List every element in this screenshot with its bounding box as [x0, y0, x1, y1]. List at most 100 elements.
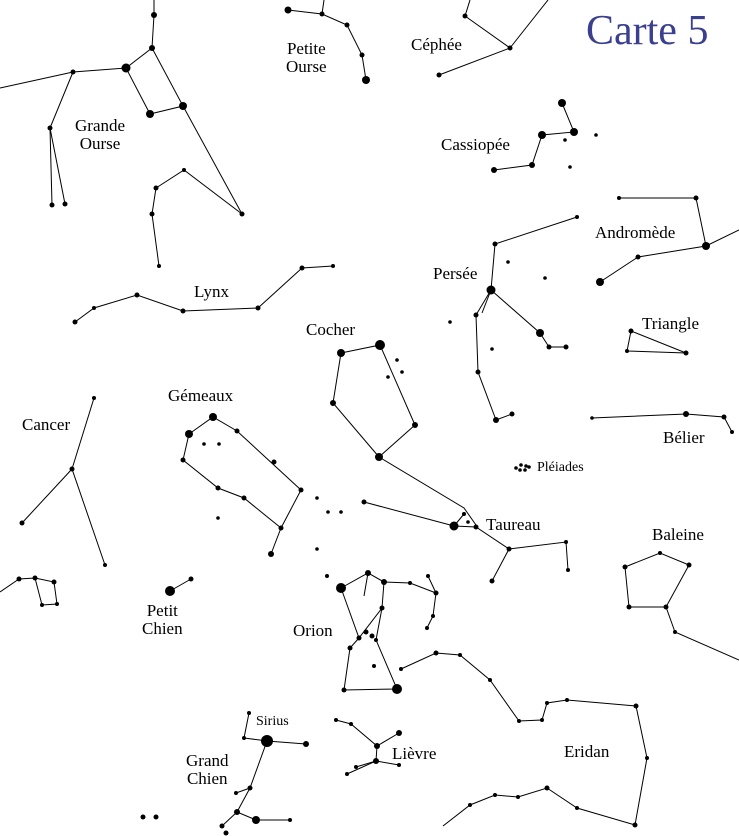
chart-title-text: Carte — [586, 8, 677, 54]
grande-ourse-star — [121, 63, 131, 73]
orion-line — [340, 587, 360, 639]
label-petit-chien: Petit Chien — [142, 601, 183, 638]
grand-chien-star — [247, 711, 251, 715]
orion-star — [408, 581, 412, 585]
lievre-star — [334, 718, 338, 722]
grand-chien-star — [234, 791, 238, 795]
cephee-line — [438, 47, 511, 76]
eridan-star — [632, 822, 638, 828]
eridan-star — [458, 653, 462, 657]
belier-star — [721, 414, 727, 420]
gemeaux-star — [315, 496, 319, 500]
grand-chien-star — [234, 809, 240, 815]
eridan-star — [517, 719, 521, 723]
pleiades-star — [514, 466, 518, 470]
lynx-star — [92, 306, 96, 310]
baleine-line — [624, 552, 690, 608]
orion-star — [347, 645, 353, 651]
gemeaux-line — [182, 433, 282, 529]
orion-star — [426, 574, 430, 578]
triangle-star — [625, 349, 629, 353]
eridan-star — [516, 795, 520, 799]
triangle-star — [628, 328, 634, 334]
gemeaux-star — [268, 551, 274, 557]
grande-ourse-star — [70, 69, 76, 75]
grande-ourse-star — [179, 102, 187, 110]
orion-star — [372, 664, 376, 668]
cancer-line — [21, 468, 106, 566]
lievre-line — [355, 760, 377, 768]
eridan-star — [540, 718, 544, 722]
petite-ourse-star — [319, 11, 325, 17]
orion-star — [365, 570, 371, 576]
cocher-star — [412, 422, 418, 428]
persee-star — [473, 312, 479, 318]
taureau-line — [363, 501, 569, 571]
persee-star — [492, 241, 498, 247]
lynx-upper-star — [157, 264, 161, 268]
label-cephee: Céphée — [411, 35, 462, 54]
label-eridan: Eridan — [564, 742, 610, 761]
orion-star — [356, 635, 362, 641]
cancer-star — [51, 579, 57, 585]
label-triangle: Triangle — [642, 314, 699, 333]
baleine-star — [658, 551, 662, 555]
lievre-star — [396, 730, 402, 736]
lynx-upper-star — [149, 211, 155, 217]
lynx-upper-star — [153, 185, 159, 191]
orion-star — [431, 614, 435, 618]
label-belier: Bélier — [663, 428, 705, 447]
lievre-line — [375, 760, 400, 766]
grande-ourse-line — [182, 105, 243, 215]
gemeaux-star — [202, 442, 206, 446]
lynx-star — [72, 319, 78, 325]
petit-chien-star — [188, 576, 194, 582]
grand-chien-line — [221, 811, 238, 827]
gemeaux-star — [339, 510, 343, 514]
cancer-line — [71, 397, 95, 470]
persee-star — [486, 285, 496, 295]
taureau-star — [462, 512, 466, 516]
baleine-star — [673, 630, 677, 634]
orion-star — [369, 633, 375, 639]
eridan-star — [544, 785, 550, 791]
eridan-line — [400, 652, 648, 827]
persee-star — [506, 260, 510, 264]
grande-ourse-line — [151, 0, 155, 49]
persee-star — [509, 411, 515, 417]
baleine-star — [626, 604, 632, 610]
grande-ourse-star — [149, 45, 155, 51]
cocher-star — [330, 400, 336, 406]
chart-title-number: 5 — [687, 8, 709, 54]
taureau-star — [473, 524, 479, 530]
cancer-star — [16, 576, 22, 582]
lynx-star — [180, 308, 186, 314]
orion-star — [336, 583, 346, 593]
persee-star — [448, 320, 452, 324]
orion-star — [341, 687, 347, 693]
grande-ourse-line — [49, 127, 66, 205]
eridan-star — [565, 698, 569, 702]
orion-line — [340, 572, 398, 691]
taureau-star — [506, 546, 512, 552]
taureau-star — [566, 568, 570, 572]
andromede-star — [617, 196, 621, 200]
cassiopee-star — [568, 165, 572, 169]
gemeaux-star — [217, 442, 221, 446]
gemeaux-line — [188, 416, 302, 555]
gemeaux-star — [326, 510, 330, 514]
lynx-star — [255, 305, 261, 311]
gemeaux-star — [185, 430, 193, 438]
lynx-star — [331, 264, 335, 268]
persee-star — [536, 329, 544, 337]
cancer-line — [0, 577, 58, 606]
label-gemeaux: Gémeaux — [168, 386, 234, 405]
grande-ourse-line — [0, 47, 184, 115]
label-cancer: Cancer — [22, 415, 71, 434]
cocher-line — [332, 344, 416, 458]
persee-star — [475, 369, 481, 375]
triangle-star — [683, 350, 689, 356]
lievre-line — [376, 732, 400, 747]
cephee-star — [462, 13, 468, 19]
